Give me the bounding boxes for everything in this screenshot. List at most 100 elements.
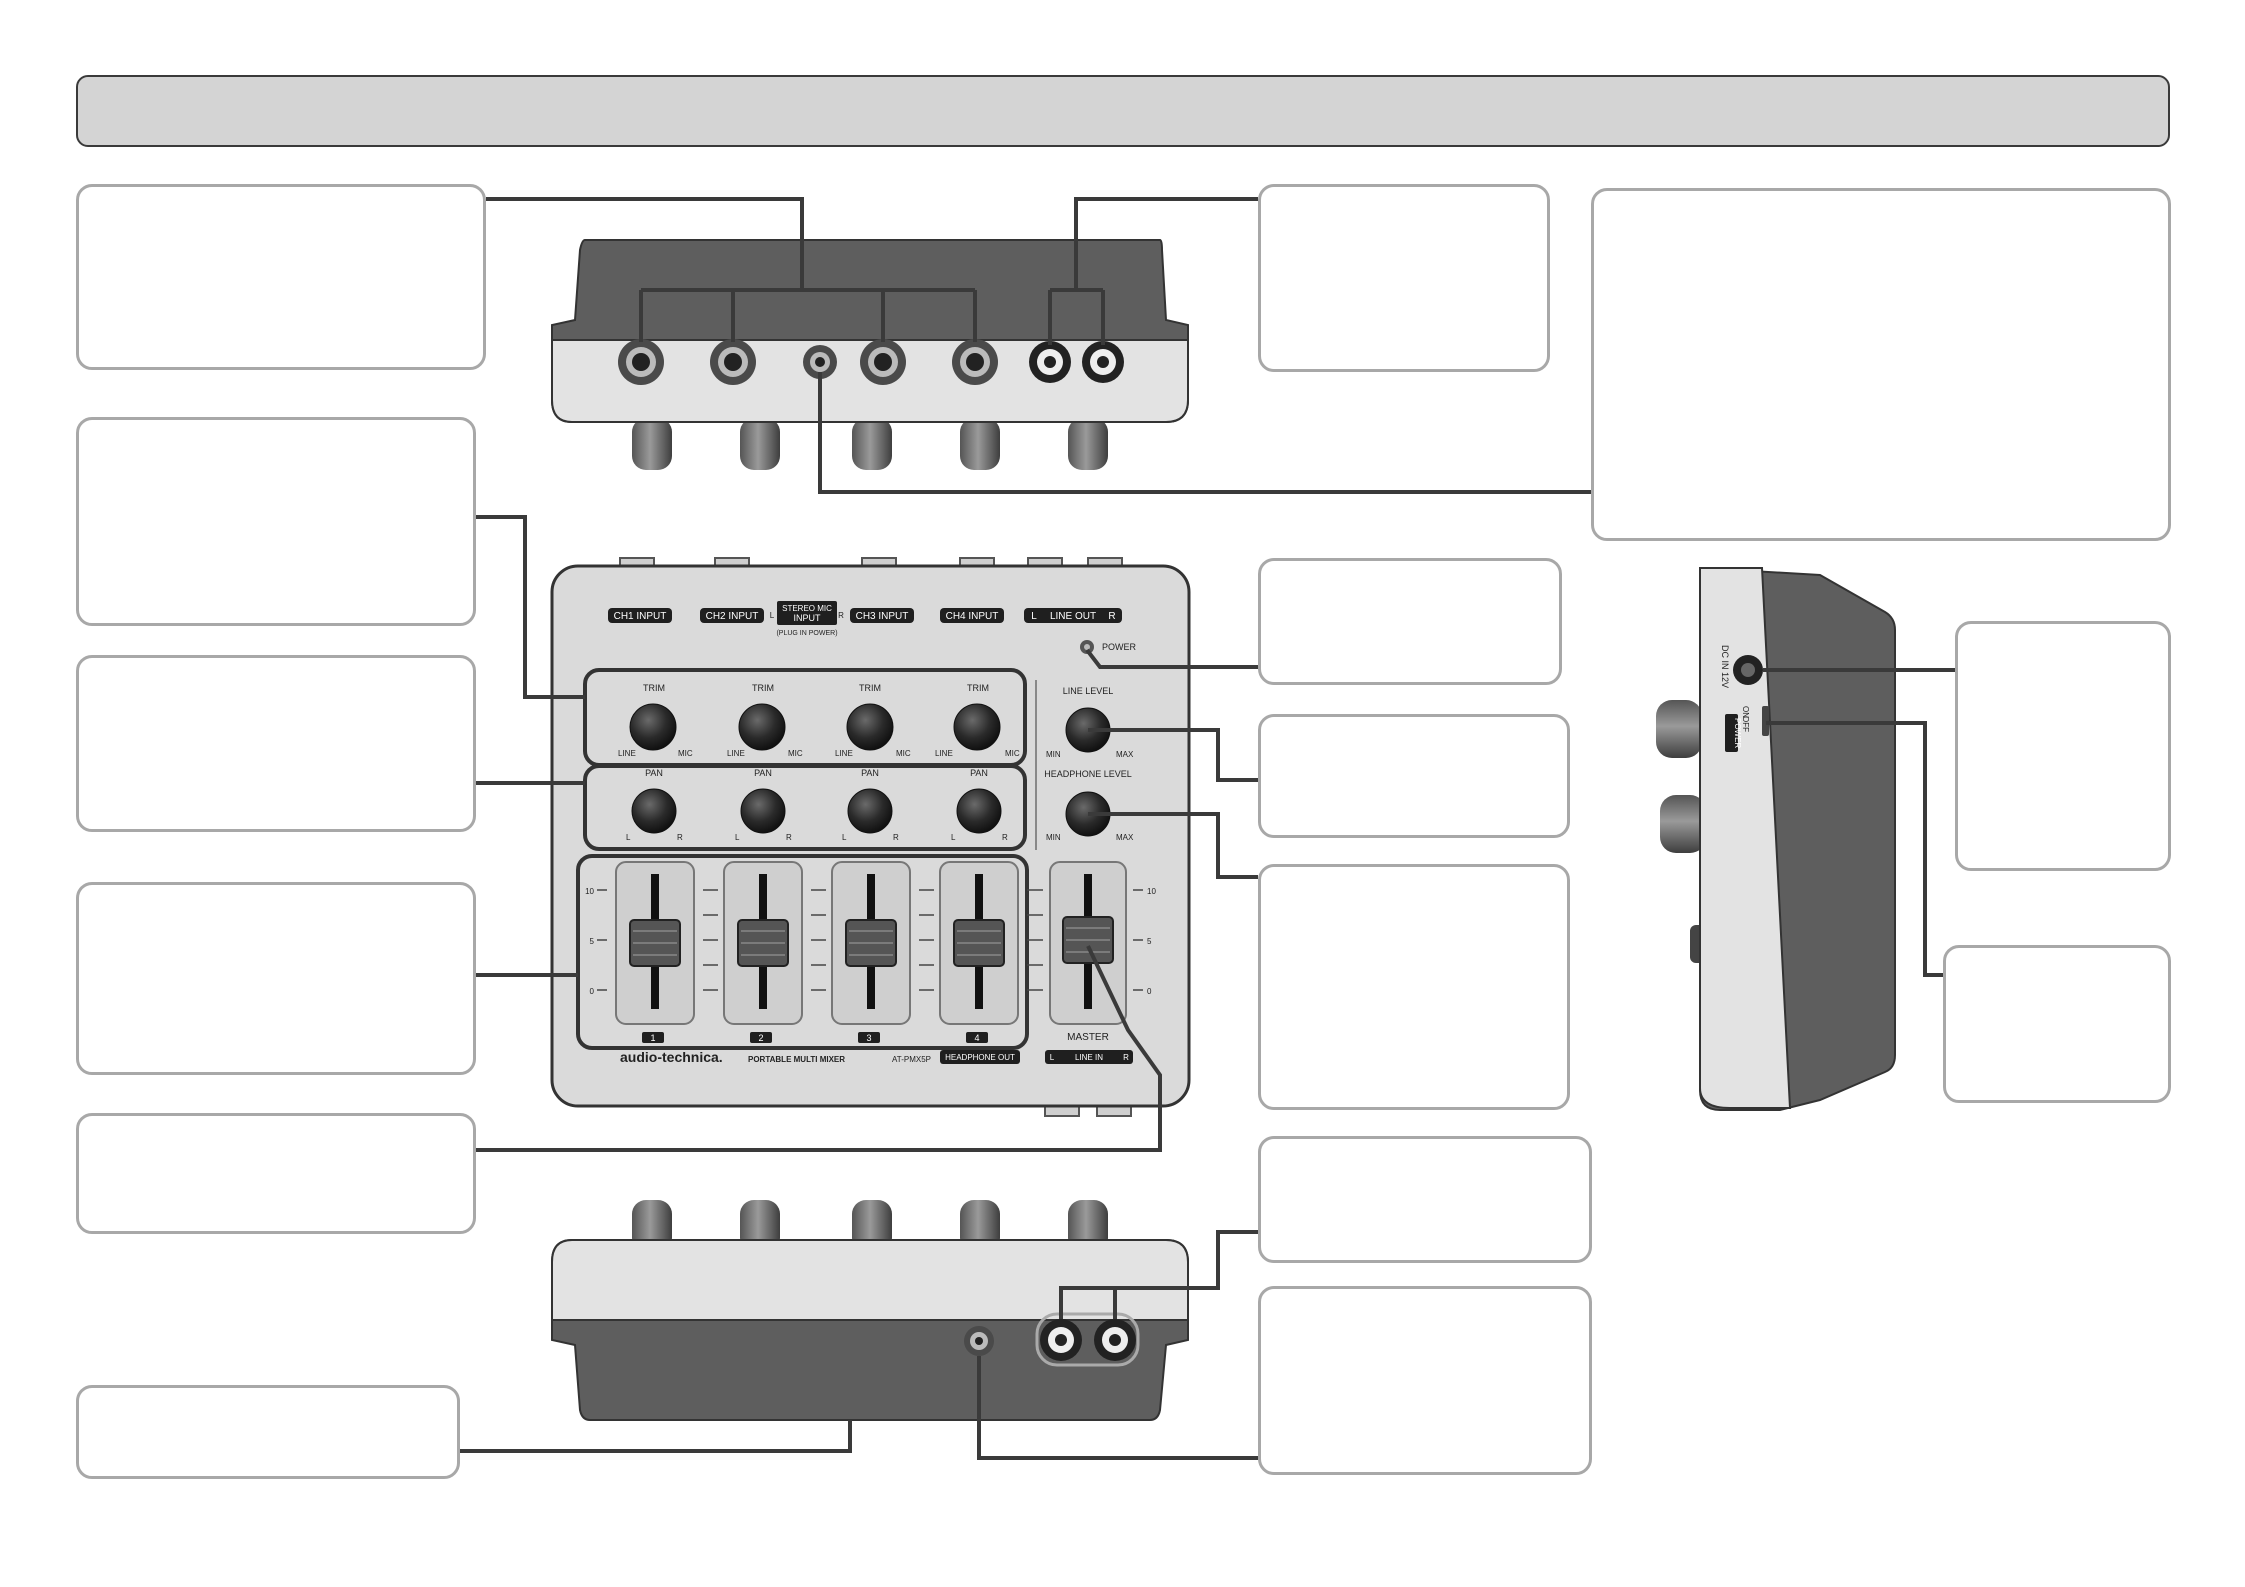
stereo-mic-left: L — [770, 611, 775, 620]
callout-master — [76, 1113, 476, 1234]
stereo-mic-label-1: STEREO MIC — [782, 604, 832, 613]
callout-trim — [76, 417, 476, 626]
ch1-input-label: CH1 INPUT — [614, 611, 667, 622]
input-labels: CH1 INPUT CH2 INPUT CH3 INPUT CH4 INPUT … — [608, 601, 1122, 637]
power-led: POWER — [1080, 640, 1137, 654]
power-switch[interactable] — [1762, 706, 1769, 736]
line-in-label: LINE IN — [1075, 1053, 1103, 1062]
trim-max-1: MIC — [678, 749, 693, 758]
scale-left-0: 0 — [590, 987, 595, 996]
line-in-left: L — [1050, 1053, 1055, 1062]
line-level-max: MAX — [1116, 750, 1134, 759]
trim-label-4: TRIM — [967, 683, 989, 693]
callout-stereo-mic — [1591, 188, 2171, 541]
power-led-label: POWER — [1102, 642, 1137, 652]
headphone-level-label: HEADPHONE LEVEL — [1044, 769, 1132, 779]
pan-label-4: PAN — [970, 768, 988, 778]
level-knobs: LINE LEVEL MIN MAX HEADPHONE LEVEL MIN M… — [1044, 686, 1134, 842]
headphone-level-max: MAX — [1116, 833, 1134, 842]
channel-number-3: 3 — [866, 1033, 871, 1043]
pan-left-4: L — [951, 833, 956, 842]
trim-knob-3[interactable] — [846, 703, 894, 751]
headphone-out-label: HEADPHONE OUT — [945, 1053, 1015, 1062]
callout-line-out — [1258, 184, 1550, 372]
callout-inputs — [76, 184, 486, 370]
rear-view — [551, 239, 1189, 470]
callout-power-led — [1258, 558, 1562, 685]
product-name: PORTABLE MULTI MIXER — [748, 1055, 845, 1064]
trim-max-2: MIC — [788, 749, 803, 758]
pan-knobs: PAN L R PAN L R PAN L R PAN L R — [626, 768, 1008, 842]
trim-max-3: MIC — [896, 749, 911, 758]
callout-headphone-level — [1258, 864, 1570, 1110]
fader-channel-4: 4 — [939, 861, 1019, 1043]
callout-line-in — [1258, 1136, 1592, 1263]
ch4-input-label: CH4 INPUT — [946, 611, 999, 622]
line-in-right: R — [1123, 1053, 1129, 1062]
line-out-label: LINE OUT — [1050, 611, 1096, 622]
callout-headphone-out — [1258, 1286, 1592, 1475]
channel-number-4: 4 — [974, 1033, 979, 1043]
fader-channel-2: 2 — [723, 861, 803, 1043]
scale-right-10: 10 — [1147, 887, 1156, 896]
scale-right-5: 5 — [1147, 937, 1152, 946]
pan-left-2: L — [735, 833, 740, 842]
trim-min-4: LINE — [935, 749, 953, 758]
pan-knob-3[interactable] — [847, 788, 893, 834]
trim-label-3: TRIM — [859, 683, 881, 693]
pan-right-4: R — [1002, 833, 1008, 842]
main-panel: CH1 INPUT CH2 INPUT CH3 INPUT CH4 INPUT … — [550, 557, 1191, 1117]
stereo-mic-label-2: INPUT — [794, 613, 822, 623]
front-view — [551, 1200, 1189, 1421]
trim-label-2: TRIM — [752, 683, 774, 693]
pan-left-1: L — [626, 833, 631, 842]
trim-knob-1[interactable] — [629, 703, 677, 751]
model-number: AT-PMX5P — [892, 1055, 931, 1064]
fader-channel-3: 3 — [831, 861, 911, 1043]
callout-dc-in — [1955, 621, 2171, 871]
pan-right-3: R — [893, 833, 899, 842]
fader-channel-1: 1 — [615, 861, 695, 1043]
rear-knobs — [632, 418, 1108, 470]
trim-max-4: MIC — [1005, 749, 1020, 758]
fader-ticks — [597, 889, 1143, 991]
dc-in-label: DC IN 12V — [1720, 645, 1730, 688]
pan-right-2: R — [786, 833, 792, 842]
channel-number-2: 2 — [758, 1033, 763, 1043]
callout-bottom — [76, 1385, 460, 1479]
pan-knob-1[interactable] — [631, 788, 677, 834]
line-out-left: L — [1031, 611, 1037, 622]
side-power-label: POWER — [1733, 718, 1742, 748]
trim-knob-2[interactable] — [738, 703, 786, 751]
pan-right-1: R — [677, 833, 683, 842]
callout-pan — [76, 655, 476, 832]
master-label: MASTER — [1067, 1032, 1109, 1043]
pan-label-1: PAN — [645, 768, 663, 778]
power-on-label: ON — [1741, 706, 1750, 718]
ch3-input-label: CH3 INPUT — [856, 611, 909, 622]
line-out-right: R — [1108, 611, 1115, 622]
pan-left-3: L — [842, 833, 847, 842]
side-view: DC IN 12V POWER OFF ON — [1656, 566, 1896, 1111]
pan-knob-2[interactable] — [740, 788, 786, 834]
channel-number-1: 1 — [650, 1033, 655, 1043]
callout-line-level — [1258, 714, 1570, 838]
brand-logo: audio-technica. — [620, 1049, 723, 1065]
brand-line: audio-technica. PORTABLE MULTI MIXER AT-… — [620, 1049, 1133, 1065]
faders: 10 5 0 10 5 0 1 2 — [585, 861, 1156, 1043]
leader-lines — [460, 197, 1955, 1460]
scale-left-5: 5 — [590, 937, 595, 946]
plug-in-power-label: (PLUG IN POWER) — [776, 630, 837, 637]
callout-faders — [76, 882, 476, 1075]
pan-label-2: PAN — [754, 768, 772, 778]
title-bar — [76, 75, 2170, 147]
pan-knob-4[interactable] — [956, 788, 1002, 834]
stereo-mic-right: R — [838, 611, 844, 620]
scale-left-10: 10 — [585, 887, 594, 896]
trim-min-2: LINE — [727, 749, 745, 758]
ch2-input-label: CH2 INPUT — [706, 611, 759, 622]
trim-knob-4[interactable] — [953, 703, 1001, 751]
callout-power-switch — [1943, 945, 2171, 1103]
line-level-min: MIN — [1046, 750, 1061, 759]
